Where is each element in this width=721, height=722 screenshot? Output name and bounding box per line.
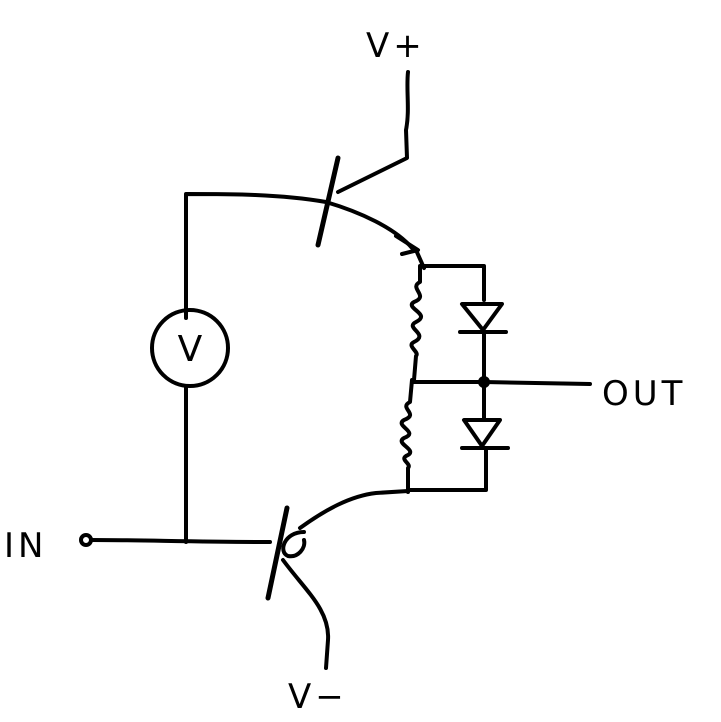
input-wire bbox=[89, 538, 272, 544]
lower-resistor bbox=[399, 378, 414, 494]
v-minus-supply-wire bbox=[281, 558, 331, 670]
output-label: OUT bbox=[602, 374, 686, 414]
voltmeter-body bbox=[150, 308, 230, 388]
pnp-emitter-arrow bbox=[281, 530, 307, 559]
v-plus-supply-wire bbox=[336, 70, 410, 194]
voltmeter-icon: V bbox=[150, 308, 230, 388]
npn-transistor-icon bbox=[315, 155, 426, 270]
upper-diode bbox=[458, 302, 508, 334]
output-junction-dot bbox=[478, 376, 490, 388]
v-minus-label: V− bbox=[288, 677, 348, 717]
lower-node-wire bbox=[406, 448, 488, 492]
pnp-base-bar bbox=[265, 505, 290, 601]
upper-node-wire bbox=[422, 264, 486, 302]
pnp-emitter-lead bbox=[298, 489, 410, 530]
v-plus-label: V+ bbox=[366, 26, 426, 66]
lower-diode bbox=[460, 380, 510, 450]
midpoint-wire bbox=[410, 380, 592, 386]
upper-resistor bbox=[409, 264, 424, 382]
resistor-icon bbox=[399, 378, 414, 494]
diode-icon bbox=[460, 380, 510, 450]
diode-icon bbox=[458, 302, 508, 334]
resistor-icon bbox=[409, 264, 424, 382]
upper-base-wire bbox=[184, 192, 328, 320]
voltmeter-label: V bbox=[178, 329, 203, 370]
input-label: IN bbox=[4, 526, 47, 566]
pnp-transistor-icon bbox=[265, 489, 410, 601]
npn-emitter-lead bbox=[324, 200, 414, 250]
